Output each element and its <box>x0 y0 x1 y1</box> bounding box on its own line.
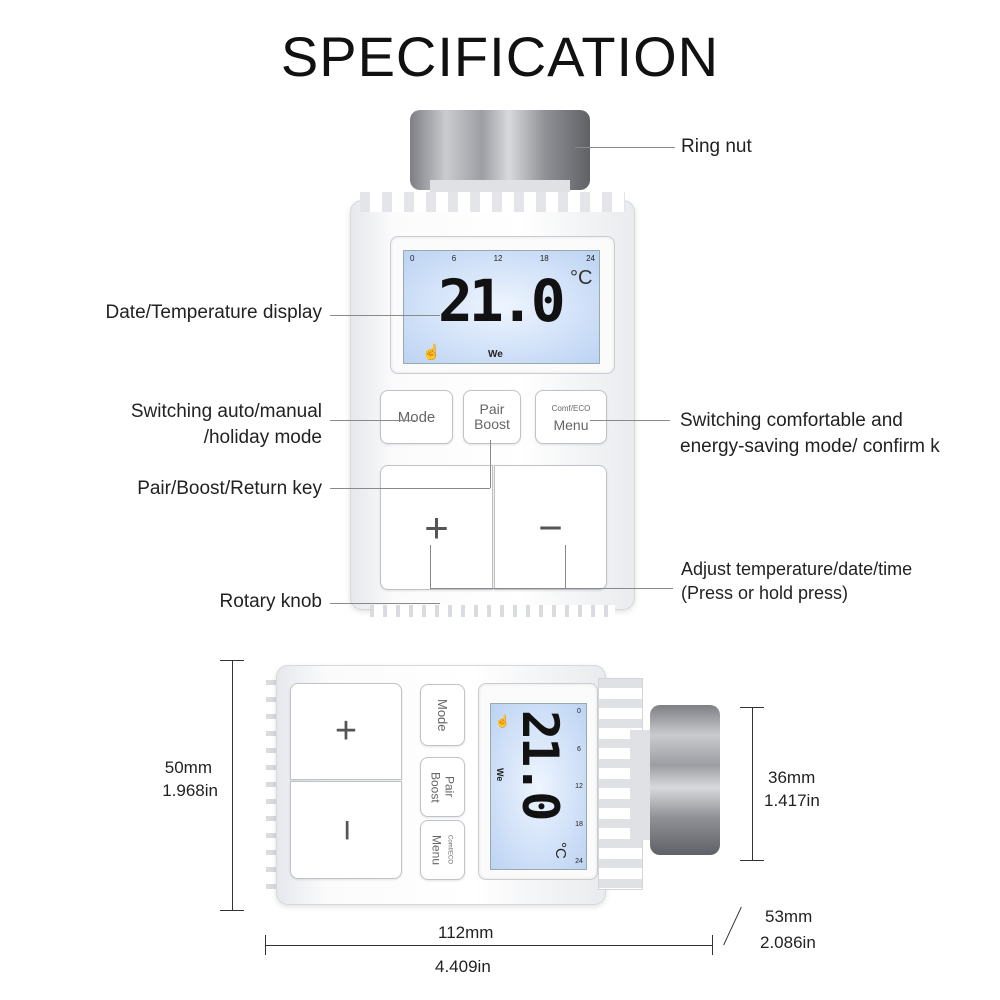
label-adjust-2: (Press or hold press) <box>681 583 849 603</box>
plus-icon: + <box>334 710 358 752</box>
hand-icon: ☝ <box>422 344 441 361</box>
label-mode-2: /holiday mode <box>203 427 322 448</box>
nut-in: 1.417in <box>764 791 820 810</box>
day-indicator: We <box>488 349 503 360</box>
dimension-tick <box>265 935 266 955</box>
hour-tick: 12 <box>493 254 503 263</box>
width-in: 4.409in <box>435 957 491 976</box>
hour-tick: 12 <box>575 783 583 790</box>
nut-mm: 36mm <box>768 768 816 787</box>
dimension-tick <box>740 860 764 861</box>
label-knob: Rotary knob <box>219 591 322 612</box>
hour-bar-side: 0 6 12 18 24 <box>573 708 585 866</box>
lcd-display-side: 21.0 °C We ☝ 0 6 12 18 24 <box>490 703 587 870</box>
cooling-fins <box>360 192 625 212</box>
pair-label: Pair <box>479 401 505 417</box>
hour-tick: 6 <box>451 254 457 263</box>
lcd-display: 0 6 12 18 24 21.0 °C ☝ We <box>403 250 600 364</box>
comf-eco-label: Comf/ECO <box>551 404 591 413</box>
label-display: Date/Temperature display <box>105 302 323 323</box>
dimension-tick <box>220 910 244 911</box>
bottom-fins <box>370 605 615 617</box>
label-comfort-2: energy-saving mode/ confirm k <box>680 436 940 457</box>
hour-tick: 18 <box>575 820 583 828</box>
hour-bar: 0 6 12 18 24 <box>410 254 595 263</box>
comf-eco-label: Comf/ECO <box>446 835 453 865</box>
depth-mm: 53mm <box>765 907 813 926</box>
height-in: 1.968in <box>162 781 218 800</box>
height-mm: 50mm <box>164 758 212 777</box>
plus-icon: + <box>424 503 449 551</box>
label-pair: Pair/Boost/Return key <box>137 478 322 499</box>
temperature-unit-side: °C <box>552 842 569 859</box>
hour-tick: 0 <box>577 708 581 715</box>
label-comfort-1: Switching comfortable and <box>680 410 903 431</box>
leader-line <box>330 603 440 604</box>
dimension-line-height <box>232 660 233 910</box>
dimension-line-width <box>265 945 713 946</box>
depth-in: 2.086in <box>760 933 816 952</box>
boost-label: Boost <box>428 771 443 803</box>
leader-line <box>330 315 440 316</box>
minus-button[interactable]: − <box>494 465 607 590</box>
left-fins <box>266 680 278 890</box>
leader-line <box>590 420 670 421</box>
mode-button[interactable]: Mode <box>380 390 453 444</box>
comf-eco-menu-button[interactable]: Comf/ECO Menu <box>535 390 607 444</box>
minus-icon: − <box>325 818 368 842</box>
dimension-tick <box>712 935 713 955</box>
leader-line <box>430 545 431 588</box>
mode-button-side[interactable]: Mode <box>420 684 465 746</box>
leader-line <box>490 440 491 488</box>
leader-line <box>330 488 490 489</box>
label-adjust-1: Adjust temperature/date/time <box>681 559 913 579</box>
plus-button-side[interactable]: + <box>290 683 402 780</box>
menu-label: Menu <box>553 417 589 433</box>
minus-button-side[interactable]: − <box>290 781 402 879</box>
label-ring-nut: Ring nut <box>681 136 752 157</box>
minus-icon: − <box>538 503 563 551</box>
day-indicator-side: We <box>495 768 505 782</box>
mode-label: Mode <box>397 408 436 426</box>
ring-nut-side <box>650 705 720 855</box>
mode-label: Mode <box>435 698 450 732</box>
pair-label: Pair <box>442 776 457 798</box>
dimension-line-depth <box>723 906 742 946</box>
dimension-tick <box>740 707 764 708</box>
hour-tick: 6 <box>577 745 581 753</box>
dimension-line-nut <box>752 707 753 860</box>
hour-tick: 24 <box>575 858 583 865</box>
temperature-readout-side: 21.0 <box>511 710 569 819</box>
temperature-readout: 21.0 <box>438 267 566 335</box>
dimension-tick <box>220 660 244 661</box>
ring-nut <box>410 110 590 190</box>
hand-icon: ☝ <box>495 714 510 728</box>
boost-label: Boost <box>474 416 510 432</box>
leader-line <box>575 147 675 148</box>
label-mode-1: Switching auto/manual <box>130 401 322 422</box>
hour-tick: 24 <box>586 254 595 263</box>
hour-tick: 18 <box>539 254 549 263</box>
width-mm: 112mm <box>438 923 494 942</box>
page-title: SPECIFICATION <box>280 25 720 88</box>
temperature-unit: °C <box>570 267 593 289</box>
menu-label: Menu <box>429 834 444 866</box>
hour-tick: 0 <box>410 254 415 263</box>
plus-button[interactable]: + <box>380 465 493 590</box>
leader-line <box>430 588 673 589</box>
leader-line <box>330 420 415 421</box>
leader-line <box>565 545 566 588</box>
